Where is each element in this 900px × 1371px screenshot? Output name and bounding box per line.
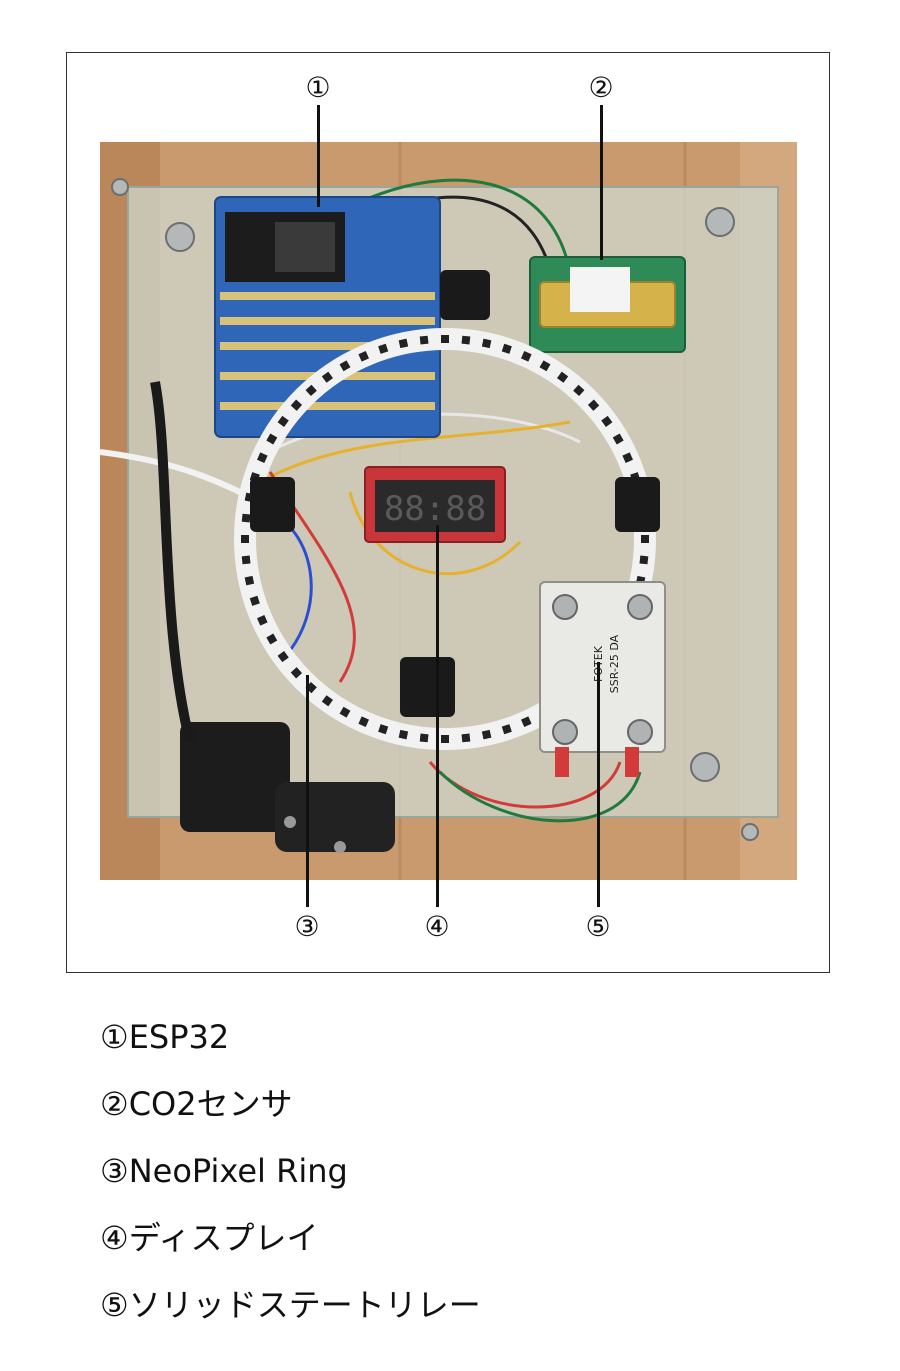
legend-item-solid-state-relay: ⑤ソリッドステートリレー [100, 1286, 481, 1324]
ring-led [257, 615, 268, 626]
legend-item-neopixel-ring: ③NeoPixel Ring [100, 1152, 348, 1190]
ring-led [241, 555, 251, 565]
callout-5: ⑤ [585, 910, 611, 943]
ring-led [461, 733, 471, 743]
leader-line-4 [436, 525, 439, 907]
ring-led [481, 338, 492, 349]
ring-led [441, 335, 449, 343]
ring-led [266, 633, 278, 645]
ring-led [290, 399, 303, 411]
ring-led [339, 706, 351, 718]
ring-led [244, 575, 255, 586]
leader-line-1 [317, 105, 320, 207]
leader-line-2 [600, 105, 603, 260]
ring-led [441, 735, 449, 743]
relay-label: SSR-25 DA [608, 634, 621, 693]
leader-line-3 [306, 675, 309, 907]
neopixel-ring [234, 328, 656, 750]
device-photo: 88:88 FOTEK SSR-25 DA [100, 142, 797, 880]
co2-sensor-board [529, 256, 686, 353]
ring-led [277, 415, 289, 427]
ring-led [241, 513, 251, 523]
ring-led [622, 452, 633, 463]
ring-led [601, 415, 613, 427]
ring-led [419, 335, 429, 345]
ring-led [639, 555, 649, 565]
ring-led [266, 433, 278, 445]
ring-led [321, 695, 333, 707]
ring-led [521, 716, 532, 727]
solid-state-relay: FOTEK SSR-25 DA [539, 581, 666, 777]
ring-led [257, 452, 268, 463]
usb-cable [150, 381, 195, 744]
callout-3: ③ [294, 910, 320, 943]
legend-item-co2-sensor: ②CO2センサ [100, 1085, 293, 1123]
leader-line-5 [597, 662, 600, 907]
ring-led [398, 729, 409, 740]
ring-led [612, 433, 624, 445]
callout-1: ① [305, 71, 331, 104]
display-digits: 88:88 [384, 489, 486, 529]
callout-4: ④ [424, 910, 450, 943]
ring-led [290, 667, 303, 679]
ring-led [573, 384, 585, 397]
ring-led [378, 343, 389, 354]
power-plug [180, 722, 395, 853]
ring-led [539, 360, 551, 372]
legend-item-display: ④ディスプレイ [100, 1219, 319, 1257]
standoff-screws [111, 178, 759, 841]
foam-pads [250, 270, 660, 717]
callout-2: ② [588, 71, 614, 104]
ring-led [305, 384, 317, 397]
esp32-board [214, 196, 441, 438]
ring-led [321, 371, 333, 383]
ring-led [521, 351, 532, 362]
ring-led [378, 724, 389, 735]
ring-led [461, 335, 471, 345]
ring-led [641, 535, 649, 543]
ring-led [398, 338, 409, 349]
ring-led [358, 716, 369, 727]
ring-led [501, 724, 512, 735]
ring-led [339, 360, 351, 372]
seven-segment-display: 88:88 [364, 466, 506, 543]
ring-led [557, 371, 569, 383]
ring-led [501, 343, 512, 354]
ring-led [358, 351, 369, 362]
ring-led [481, 729, 492, 740]
legend-item-esp32: ①ESP32 [100, 1018, 230, 1056]
ring-led [277, 651, 289, 663]
ring-led [249, 595, 260, 606]
ring-led [587, 399, 600, 411]
ring-led [419, 733, 429, 743]
ring-led [241, 535, 249, 543]
